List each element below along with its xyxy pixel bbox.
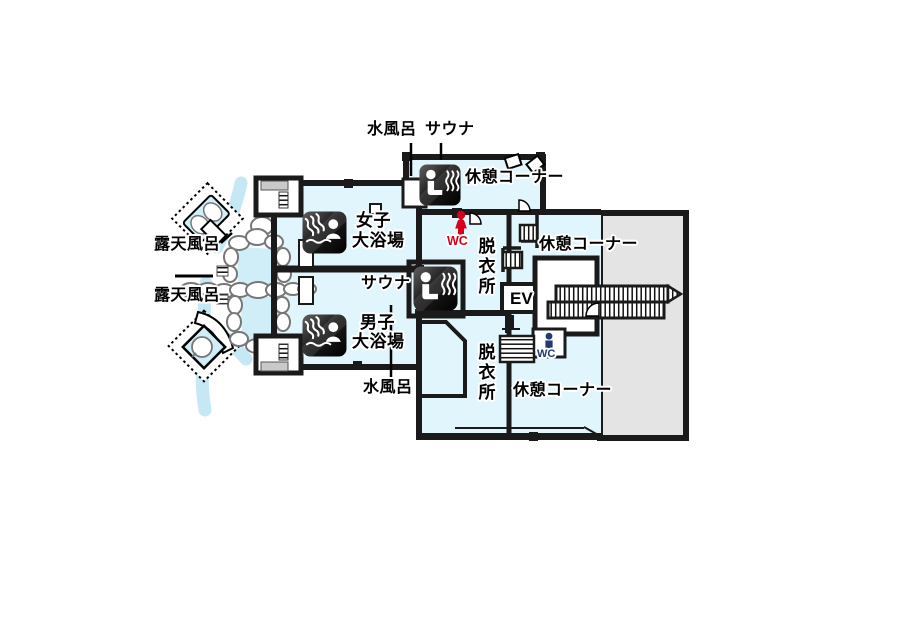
label-cold-bath-top: 水風呂: [367, 121, 417, 138]
label-dressing-room-top: 脱衣所: [475, 237, 495, 297]
sauna-icon-mid: [413, 266, 458, 311]
stairs: [498, 223, 684, 364]
label-rest-corner-mid: 休憩コーナー: [539, 236, 639, 253]
elevator-room: [500, 282, 537, 314]
label-open-air-bath-bottom: 露天風呂: [154, 287, 221, 304]
open-air-bath-top-area: [170, 181, 245, 256]
label-mens-bath-line1: 男子: [360, 313, 395, 332]
main-stairs-lower-flight: [546, 300, 666, 320]
small-stairs-b: [501, 250, 524, 270]
label-rest-corner-bottom: 休憩コーナー: [513, 382, 613, 399]
open-air-bath-bottom-area: [167, 309, 241, 383]
label-mens-bath-line2: 大浴場: [352, 332, 405, 351]
label-womens-bath-line2: 大浴場: [352, 231, 405, 250]
label-dressing-room-bottom: 脱衣所: [475, 343, 495, 403]
leader-lines: [175, 143, 443, 377]
main-stairs-upper-flight: [554, 284, 670, 304]
walls: [271, 154, 602, 440]
label-womens-bath-line1: 女子: [356, 211, 391, 230]
label-wc-women: WC: [447, 234, 468, 248]
label-sauna-top: サウナ: [425, 121, 475, 138]
womens-bath-icon: [302, 211, 347, 254]
label-open-air-bath-top: 露天風呂: [154, 236, 221, 253]
doors: [469, 152, 600, 317]
label-sauna-mid: サウナ: [361, 275, 411, 292]
wc-female-icon: [455, 210, 467, 235]
wc-male-icon: [545, 332, 553, 356]
small-stairs-c: [498, 334, 536, 364]
small-stairs-a: [518, 223, 539, 243]
label-elevator: EV: [510, 289, 533, 308]
sauna-icon-top: [419, 163, 461, 207]
label-wc-men: WC: [537, 348, 556, 360]
corner-rooms: [253, 175, 304, 376]
label-rest-corner-top: 休憩コーナー: [465, 169, 565, 186]
mens-bath-icon: [302, 314, 347, 357]
label-cold-bath-bottom: 水風呂: [363, 379, 413, 396]
